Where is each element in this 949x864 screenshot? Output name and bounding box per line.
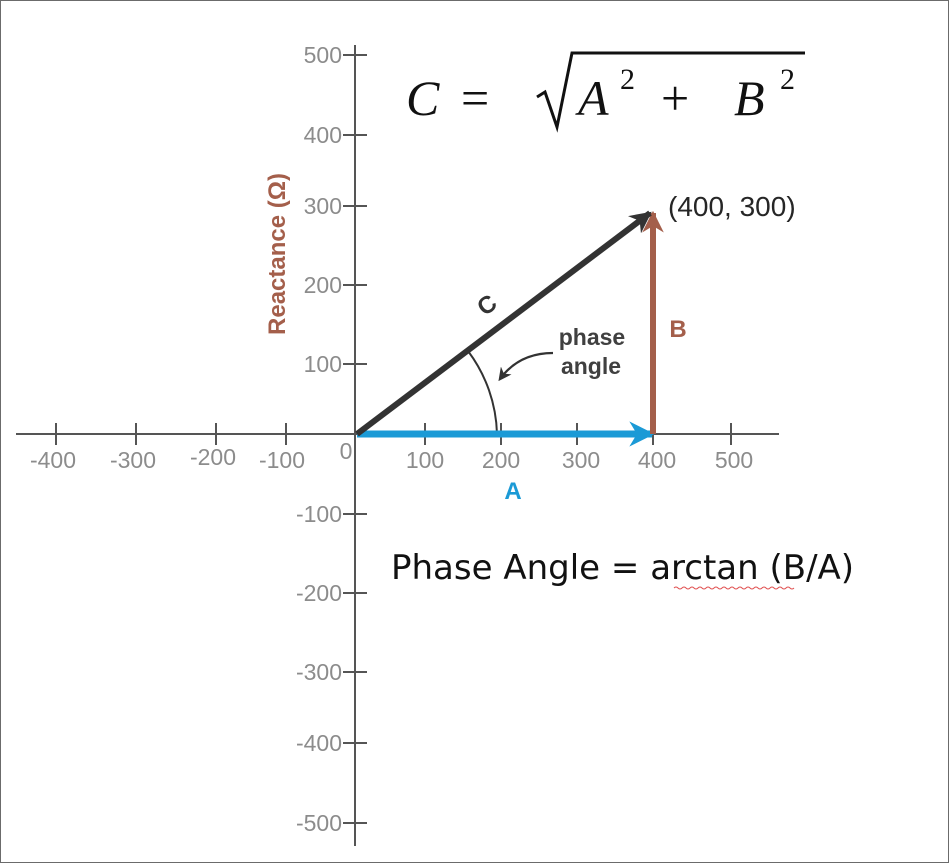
x-tick-label: 500 xyxy=(715,447,753,473)
formula-c-symbol: C xyxy=(406,70,440,126)
y-tick-label: -300 xyxy=(296,659,342,685)
endpoint-coordinate-label: (400, 300) xyxy=(668,191,796,222)
formula-a-exponent: 2 xyxy=(620,63,635,96)
y-tick-label: -100 xyxy=(296,501,342,527)
phase-formula-suffix: (B/A) xyxy=(759,548,854,588)
y-tick-marks xyxy=(343,54,367,824)
formula-a-symbol: A xyxy=(575,70,609,126)
y-tick-label: 200 xyxy=(304,272,342,298)
formula-b-exponent: 2 xyxy=(780,63,795,96)
y-tick-label: -200 xyxy=(296,580,342,606)
phase-note-arrow xyxy=(498,351,554,382)
x-tick-label: 100 xyxy=(406,447,444,473)
phase-angle-arc xyxy=(467,350,498,435)
y-axis-label: Reactance (Ω) xyxy=(264,173,291,335)
y-tick-label: -400 xyxy=(296,730,342,756)
vector-c-arrow xyxy=(355,210,652,437)
x-tick-label: 300 xyxy=(562,447,600,473)
square-root-sign xyxy=(536,51,805,133)
y-tick-labels: 500 400 300 200 100 -100 -200 -300 -400 … xyxy=(296,42,342,836)
formula-equals: = xyxy=(461,70,489,126)
magnitude-formula: C = A 2 + B 2 xyxy=(406,51,805,133)
x-tick-labels: -400 -300 -200 -100 0 100 200 300 400 50… xyxy=(30,438,753,473)
y-tick-label: 300 xyxy=(304,193,342,219)
y-tick-label: 500 xyxy=(304,42,342,68)
y-tick-label: -500 xyxy=(296,810,342,836)
phase-angle-formula: Phase Angle = arctan (B/A) xyxy=(391,548,854,590)
y-tick-label: 100 xyxy=(304,351,342,377)
phase-formula-text: Phase Angle = arctan (B/A) xyxy=(391,548,854,588)
phase-note-line2: angle xyxy=(561,353,621,379)
formula-plus: + xyxy=(661,70,689,126)
vector-c-label: C xyxy=(472,289,502,321)
x-tick-label: -300 xyxy=(110,447,156,473)
spellcheck-underline xyxy=(673,586,795,590)
x-tick-label: 400 xyxy=(638,447,676,473)
x-tick-label: -200 xyxy=(190,444,236,470)
x-tick-label: -100 xyxy=(259,447,305,473)
vector-a-label: A xyxy=(504,478,521,505)
phase-formula-func: arctan xyxy=(650,548,758,588)
x-tick-label: -400 xyxy=(30,447,76,473)
x-tick-label: 0 xyxy=(340,438,353,464)
formula-b-symbol: B xyxy=(734,70,765,126)
x-tick-label: 200 xyxy=(482,447,520,473)
phase-note-line1: phase xyxy=(559,324,625,350)
phase-formula-prefix: Phase Angle = xyxy=(391,548,650,588)
y-tick-label: 400 xyxy=(304,122,342,148)
vector-b-label: B xyxy=(669,316,686,343)
